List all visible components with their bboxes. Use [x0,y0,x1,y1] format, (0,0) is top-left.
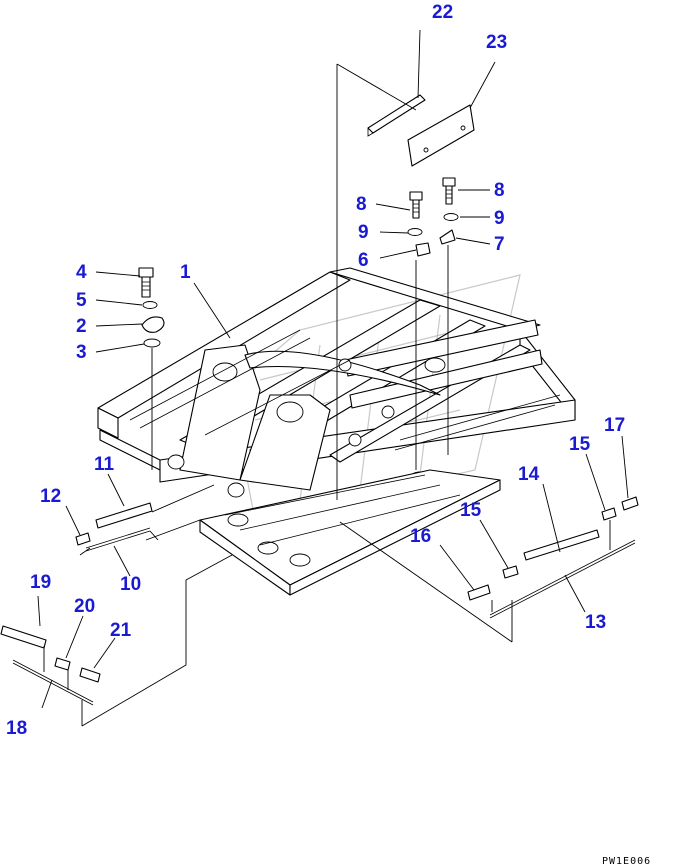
rail-19 [0,625,47,649]
shim-10 [85,527,151,552]
washer-9-right [443,213,459,221]
callout-7: 7 [494,234,505,255]
callout-11: 11 [94,454,115,475]
callout-9-left: 9 [358,222,369,243]
plate-22 [367,94,426,137]
pad-21 [79,667,101,683]
bolt-8-right [442,177,456,205]
shim-13 [489,539,636,619]
callout-8-left: 8 [356,194,367,215]
callout-5: 5 [76,290,87,311]
callout-16: 16 [410,526,431,547]
callout-10: 10 [120,574,141,595]
callout-1: 1 [180,262,191,283]
main-frame [97,267,576,596]
plate-23 [407,104,475,167]
pad-15-upper [601,507,617,521]
callout-13: 13 [585,612,606,633]
pad-12 [75,532,91,546]
plate-3 [143,338,161,348]
drawing-code: PW1E006 [602,856,651,867]
rail-11 [95,502,153,529]
callout-12: 12 [40,486,61,507]
callout-15-lower: 15 [460,500,482,521]
callout-14: 14 [518,464,540,485]
pad-17 [621,496,639,511]
callout-6: 6 [358,250,369,271]
callout-17: 17 [604,415,625,436]
callout-2: 2 [76,316,87,337]
callout-18: 18 [6,718,27,739]
callout-9-right: 9 [494,208,505,229]
callout-22: 22 [432,2,453,23]
callout-19: 19 [30,572,51,593]
rail-14 [523,529,600,561]
shim-18 [12,659,94,706]
callout-21: 21 [110,620,132,641]
plate-7 [439,229,456,245]
callout-15-upper: 15 [569,434,591,455]
leader-lines [37,29,629,727]
callout-3: 3 [76,342,87,363]
callout-8-right: 8 [494,180,505,201]
bolt-4 [138,267,154,298]
washer-5 [142,301,158,309]
callout-labels: 22 23 8 8 9 9 6 7 4 5 2 3 1 11 12 10 14 … [6,2,625,739]
washer-9-left [407,228,423,236]
pad-20 [54,657,71,671]
spacer-6 [415,242,431,257]
bolt-8-left [409,191,423,219]
callout-4: 4 [76,262,87,283]
pad-16 [467,584,491,601]
callout-23: 23 [486,32,507,53]
pad-15-lower [502,565,519,579]
callout-20: 20 [74,596,95,617]
plate-2 [141,316,165,333]
